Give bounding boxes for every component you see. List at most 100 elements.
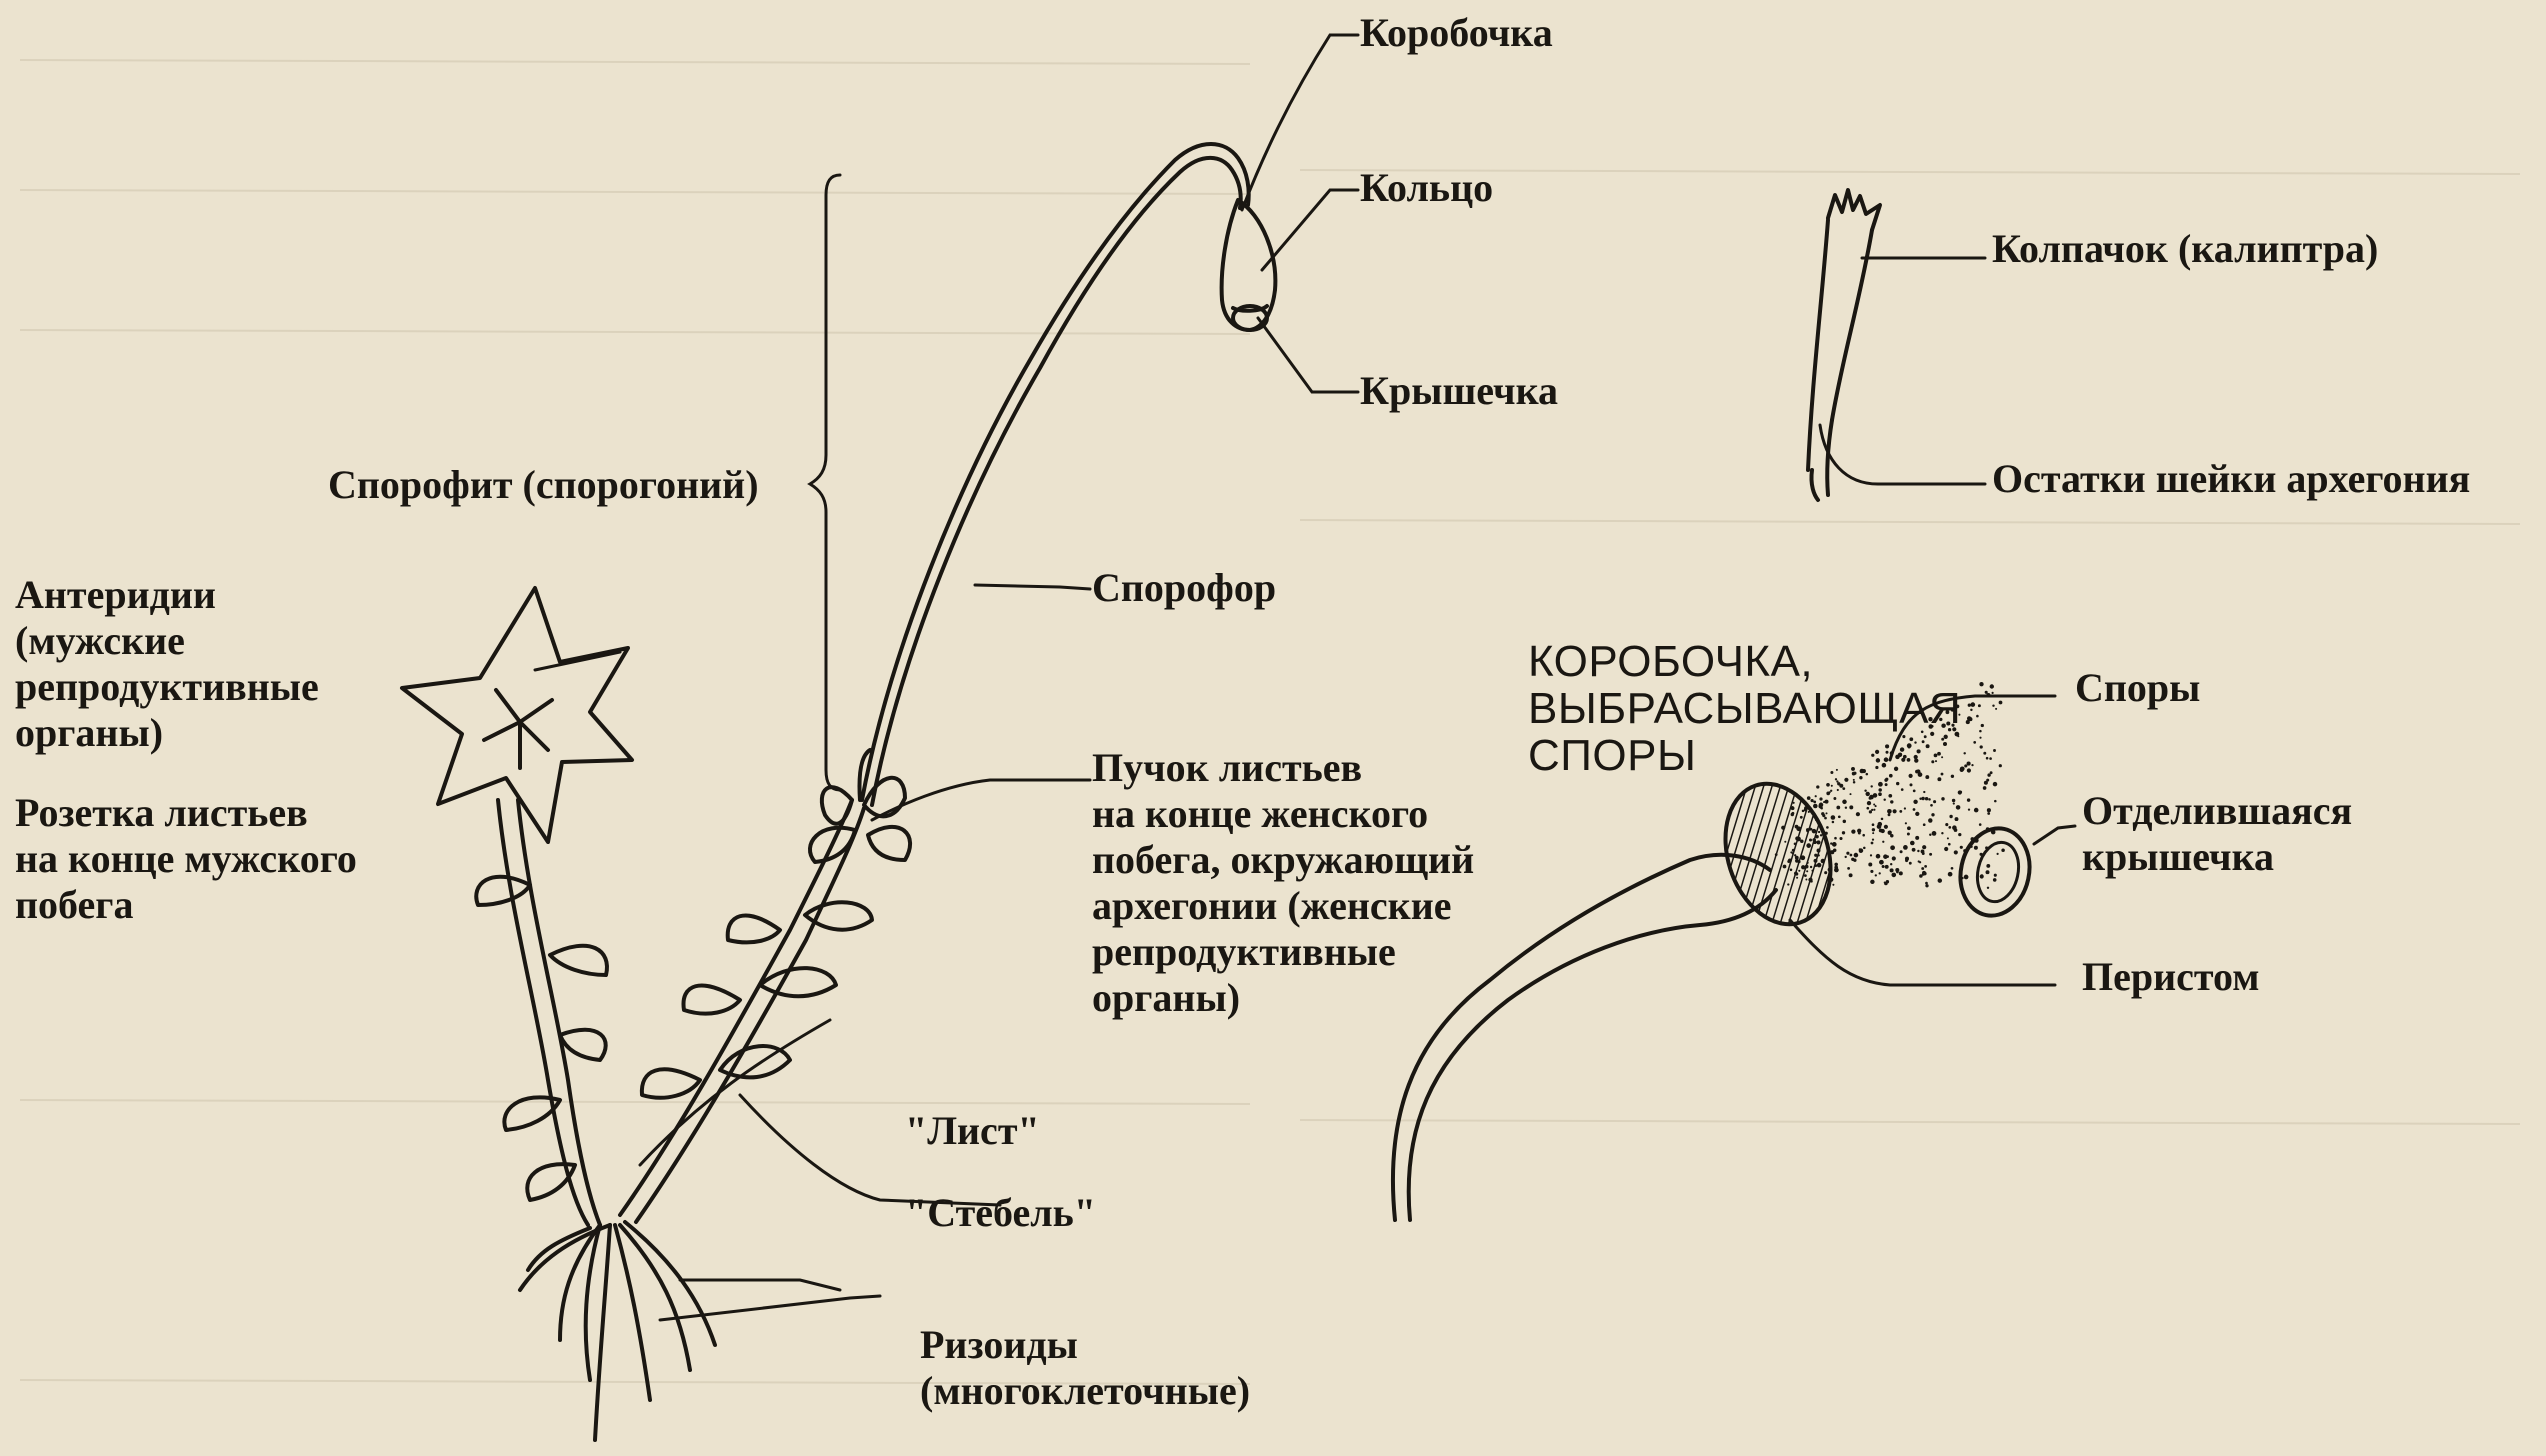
spore-dot [1800, 816, 1803, 819]
spore-dot [1896, 782, 1899, 785]
spore-dot [1791, 806, 1795, 810]
spore-dot [1814, 859, 1818, 863]
spore-dot [1830, 790, 1832, 792]
spore-dot [1986, 827, 1990, 831]
spore-dot [1994, 874, 1997, 877]
spore-dot [1905, 822, 1907, 824]
label-puchok: Пучок листьев на конце женского побега, … [1092, 745, 1474, 1021]
spore-dot [1986, 864, 1990, 868]
spore-dot [1790, 851, 1792, 853]
spore-dot [1836, 806, 1840, 810]
spore-dot [1815, 795, 1817, 797]
spore-dot [1870, 870, 1873, 873]
spore-dot [1907, 833, 1910, 836]
spore-dot [1828, 867, 1833, 872]
spore-dot [1808, 811, 1810, 813]
spore-dot [1986, 870, 1990, 874]
spore-dot [1813, 801, 1816, 804]
spore-dot [1845, 856, 1847, 858]
spore-dot [1951, 867, 1954, 870]
spore-dot [1976, 715, 1979, 718]
spore-dot [1886, 855, 1889, 858]
spore-dot [1795, 825, 1799, 829]
spore-dot [1953, 803, 1955, 805]
spore-dot [1924, 865, 1927, 868]
spore-dot [1979, 730, 1982, 733]
spore-dot [1923, 823, 1926, 826]
spore-dot [1801, 865, 1805, 869]
spore-dot [1994, 800, 1997, 803]
spore-dot [1802, 810, 1805, 813]
spore-dot [1890, 800, 1893, 803]
spore-dot [1910, 783, 1913, 786]
spore-dot [1967, 798, 1970, 801]
spore-dot [1974, 846, 1978, 850]
spore-dot [1958, 833, 1961, 836]
spore-dot [1834, 866, 1838, 870]
spore-dot [1971, 837, 1975, 841]
spore-dot [1817, 863, 1822, 868]
spore-dot [1921, 797, 1924, 800]
spore-dot [1794, 854, 1796, 856]
spore-dot [1870, 785, 1872, 787]
spore-dot [1983, 786, 1987, 790]
label-sporofor: Спорофор [1092, 565, 1276, 611]
spore-dot [1974, 838, 1979, 843]
spore-dot [1824, 817, 1827, 820]
spore-dot [1970, 709, 1972, 711]
spore-dot [1849, 805, 1853, 809]
spore-dot [1879, 860, 1884, 865]
calyptra-drawing [1808, 190, 1880, 500]
spore-dot [1827, 877, 1832, 882]
spore-dot [1963, 849, 1966, 852]
spore-dot [1901, 788, 1904, 791]
spore-dot [1805, 803, 1809, 807]
spore-dot [1907, 826, 1911, 830]
spore-dot [1810, 866, 1812, 868]
spore-dot [1887, 809, 1892, 814]
spore-dot [1930, 804, 1933, 807]
spore-dot [1948, 843, 1951, 846]
label-anteridii: Антеридии (мужские репродуктивные органы… [15, 572, 319, 756]
spore-dot [1873, 803, 1875, 805]
spore-dot [1948, 826, 1951, 829]
spore-dot [1964, 875, 1969, 880]
spore-dot [1952, 825, 1957, 830]
spore-dot [1867, 801, 1871, 805]
spore-dot [1798, 860, 1801, 863]
spore-dot [1823, 801, 1825, 803]
spore-dot [1795, 836, 1799, 840]
spore-dot [1980, 874, 1984, 878]
spore-dot [1967, 716, 1971, 720]
spore-dot [1816, 840, 1820, 844]
spore-dot [1954, 850, 1958, 854]
spore-dot [1872, 828, 1875, 831]
spore-dot [1980, 745, 1983, 748]
spore-dot [1851, 829, 1855, 833]
spore-dot [1991, 830, 1996, 835]
spore-dot [1929, 853, 1932, 856]
spore-dot [1896, 871, 1899, 874]
spore-dot [1967, 768, 1971, 772]
spore-dot [1903, 845, 1908, 850]
sporophore-seta [862, 144, 1249, 800]
spore-dot [1856, 812, 1860, 816]
spore-dot [1987, 773, 1990, 776]
male-stem [498, 800, 588, 1225]
label-sporofit: Спорофит (спорогоний) [328, 462, 759, 508]
spore-dot [1872, 832, 1874, 834]
spore-dot [1806, 843, 1811, 848]
label-rozetka: Розетка листьев на конце мужского побега [15, 790, 357, 928]
spore-dot [1790, 869, 1793, 872]
spore-dot [1820, 806, 1823, 809]
spore-dot [1925, 797, 1928, 800]
sporophyte-brace [810, 175, 840, 790]
spore-dot [1853, 859, 1856, 862]
spore-dot [1843, 820, 1846, 823]
spore-dot [1878, 788, 1881, 791]
spore-dot [1900, 850, 1903, 853]
spore-dot [1986, 779, 1989, 782]
spore-dot [1806, 870, 1808, 872]
